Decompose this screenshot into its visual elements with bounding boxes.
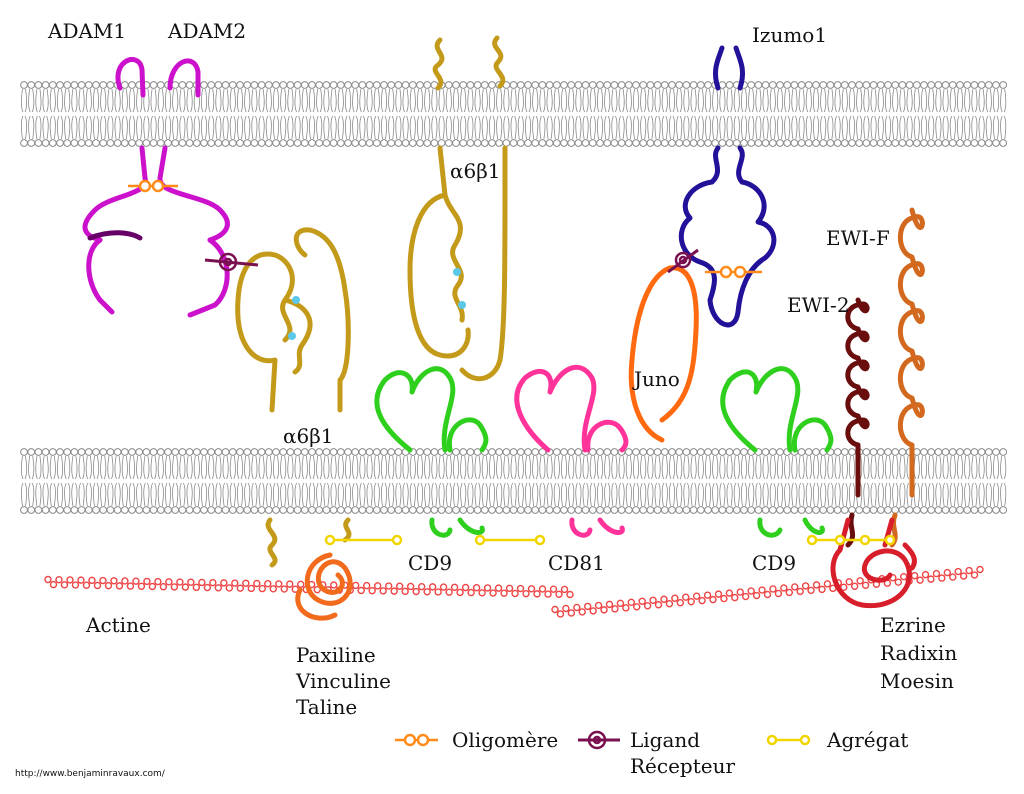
izumo-oligomer-link <box>705 265 762 279</box>
cd81 <box>514 364 629 538</box>
cd9-right <box>720 366 834 538</box>
label-actine: Actine <box>85 613 151 637</box>
izumo-juno-ligand-receptor <box>667 248 699 274</box>
label-cd9-right: CD9 <box>752 551 796 575</box>
label-paxiline: Paxiline <box>296 643 376 667</box>
ewi-2 <box>845 297 870 548</box>
legend-ligand-label: Ligand <box>630 728 700 752</box>
erm-complex <box>830 517 917 609</box>
cd9-left <box>374 366 489 538</box>
label-cd81: CD81 <box>548 551 605 575</box>
label-juno: Juno <box>632 367 680 391</box>
izumo1 <box>678 45 777 328</box>
label-ewi-f: EWI-F <box>826 226 890 250</box>
label-adam2: ADAM2 <box>167 19 246 43</box>
ligand-receptor-icon <box>587 730 607 750</box>
legend-oligomer: Oligomère <box>395 728 558 752</box>
label-vinculine: Vinculine <box>295 669 391 693</box>
adam-oligomer-link <box>128 179 178 193</box>
label-integrin-lower: α6β1 <box>283 424 334 448</box>
legend-oligomer-label: Oligomère <box>452 728 558 752</box>
label-cd9-left: CD9 <box>408 551 452 575</box>
oocyte-membrane <box>20 448 1008 514</box>
focal-adhesion-complex <box>295 552 353 621</box>
label-radixin: Radixin <box>880 641 957 665</box>
label-integrin-upper: α6β1 <box>450 159 501 183</box>
label-adam1: ADAM1 <box>47 19 126 43</box>
label-ewi-2: EWI-2 <box>787 293 850 317</box>
aggregate-links <box>324 534 896 546</box>
aggregate-icon <box>766 734 778 746</box>
integrin-a6b1-lower <box>235 227 352 568</box>
legend-aggregate-label: Agrégat <box>826 728 908 752</box>
legend-ligand-receptor: Ligand Récepteur <box>578 728 735 778</box>
legend-aggregate: Agrégat <box>766 728 908 752</box>
integrin-binding-sites <box>288 268 466 340</box>
legend: Oligomère Ligand Récepteur Agrégat <box>395 728 908 778</box>
integrin-a6b1-upper <box>407 35 508 382</box>
label-ezrine: Ezrine <box>880 613 946 637</box>
source-url: http://www.benjaminravaux.com/ <box>15 769 166 779</box>
juno <box>628 265 699 443</box>
sperm-membrane <box>20 81 1008 147</box>
oligomer-icon <box>403 733 417 747</box>
label-moesin: Moesin <box>880 669 954 693</box>
actin-filament-right <box>551 565 984 618</box>
legend-receptor-label: Récepteur <box>630 754 735 778</box>
label-taline: Taline <box>296 695 357 719</box>
label-izumo1: Izumo1 <box>752 23 827 47</box>
adam-integrin-ligand-receptor <box>204 252 259 272</box>
